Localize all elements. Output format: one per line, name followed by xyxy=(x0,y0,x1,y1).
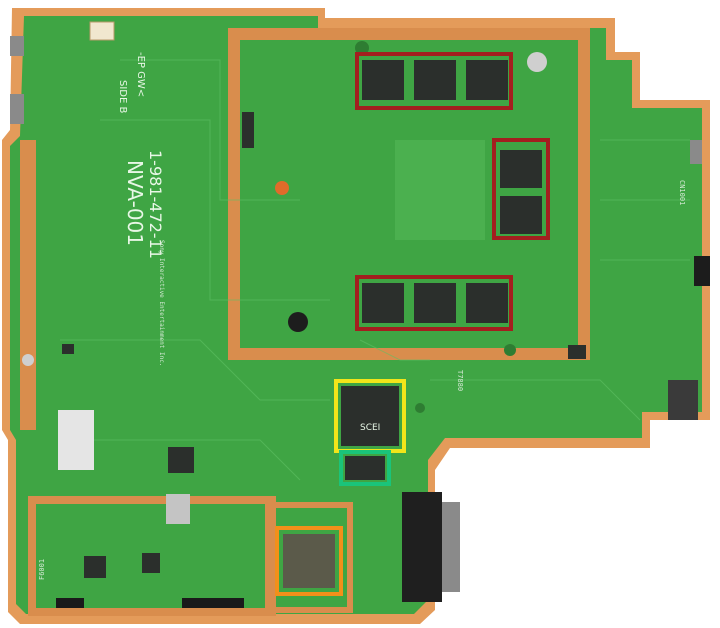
memory-chips xyxy=(362,60,542,323)
left-ports xyxy=(10,36,24,124)
highlight-memory xyxy=(355,52,550,331)
t-ref: T7880 xyxy=(456,370,464,391)
power-chip xyxy=(283,534,335,588)
highlight-power xyxy=(275,526,343,596)
small-ics xyxy=(62,112,586,578)
ep-marking: -EP GW< xyxy=(135,52,146,97)
flash-chip xyxy=(345,456,385,480)
side-label: SIDE B xyxy=(117,80,128,113)
soc-mark: SCEI xyxy=(360,423,380,433)
right-components xyxy=(668,140,710,420)
gray-pad xyxy=(166,494,190,524)
trace-lines xyxy=(60,59,690,481)
highlight-flash xyxy=(339,450,391,486)
flex-connectors xyxy=(56,598,244,608)
mounting-holes xyxy=(22,41,547,413)
c-ref: CN1001 xyxy=(678,180,686,205)
lower-mid-frame xyxy=(265,502,353,613)
part-number: 1-981-472-11 xyxy=(146,150,165,259)
board-model: NVA-001 xyxy=(123,160,147,246)
bga-pattern xyxy=(395,140,485,240)
side-connector xyxy=(402,492,460,602)
silver-pad xyxy=(58,410,94,470)
maker-label: Sony Interactive Entertainment Inc. xyxy=(158,240,165,366)
top-connector xyxy=(89,21,115,41)
connector-ref: F6001 xyxy=(38,559,46,580)
left-strip xyxy=(20,140,36,430)
lower-left-frame xyxy=(28,496,276,616)
controller-chip xyxy=(341,386,399,446)
